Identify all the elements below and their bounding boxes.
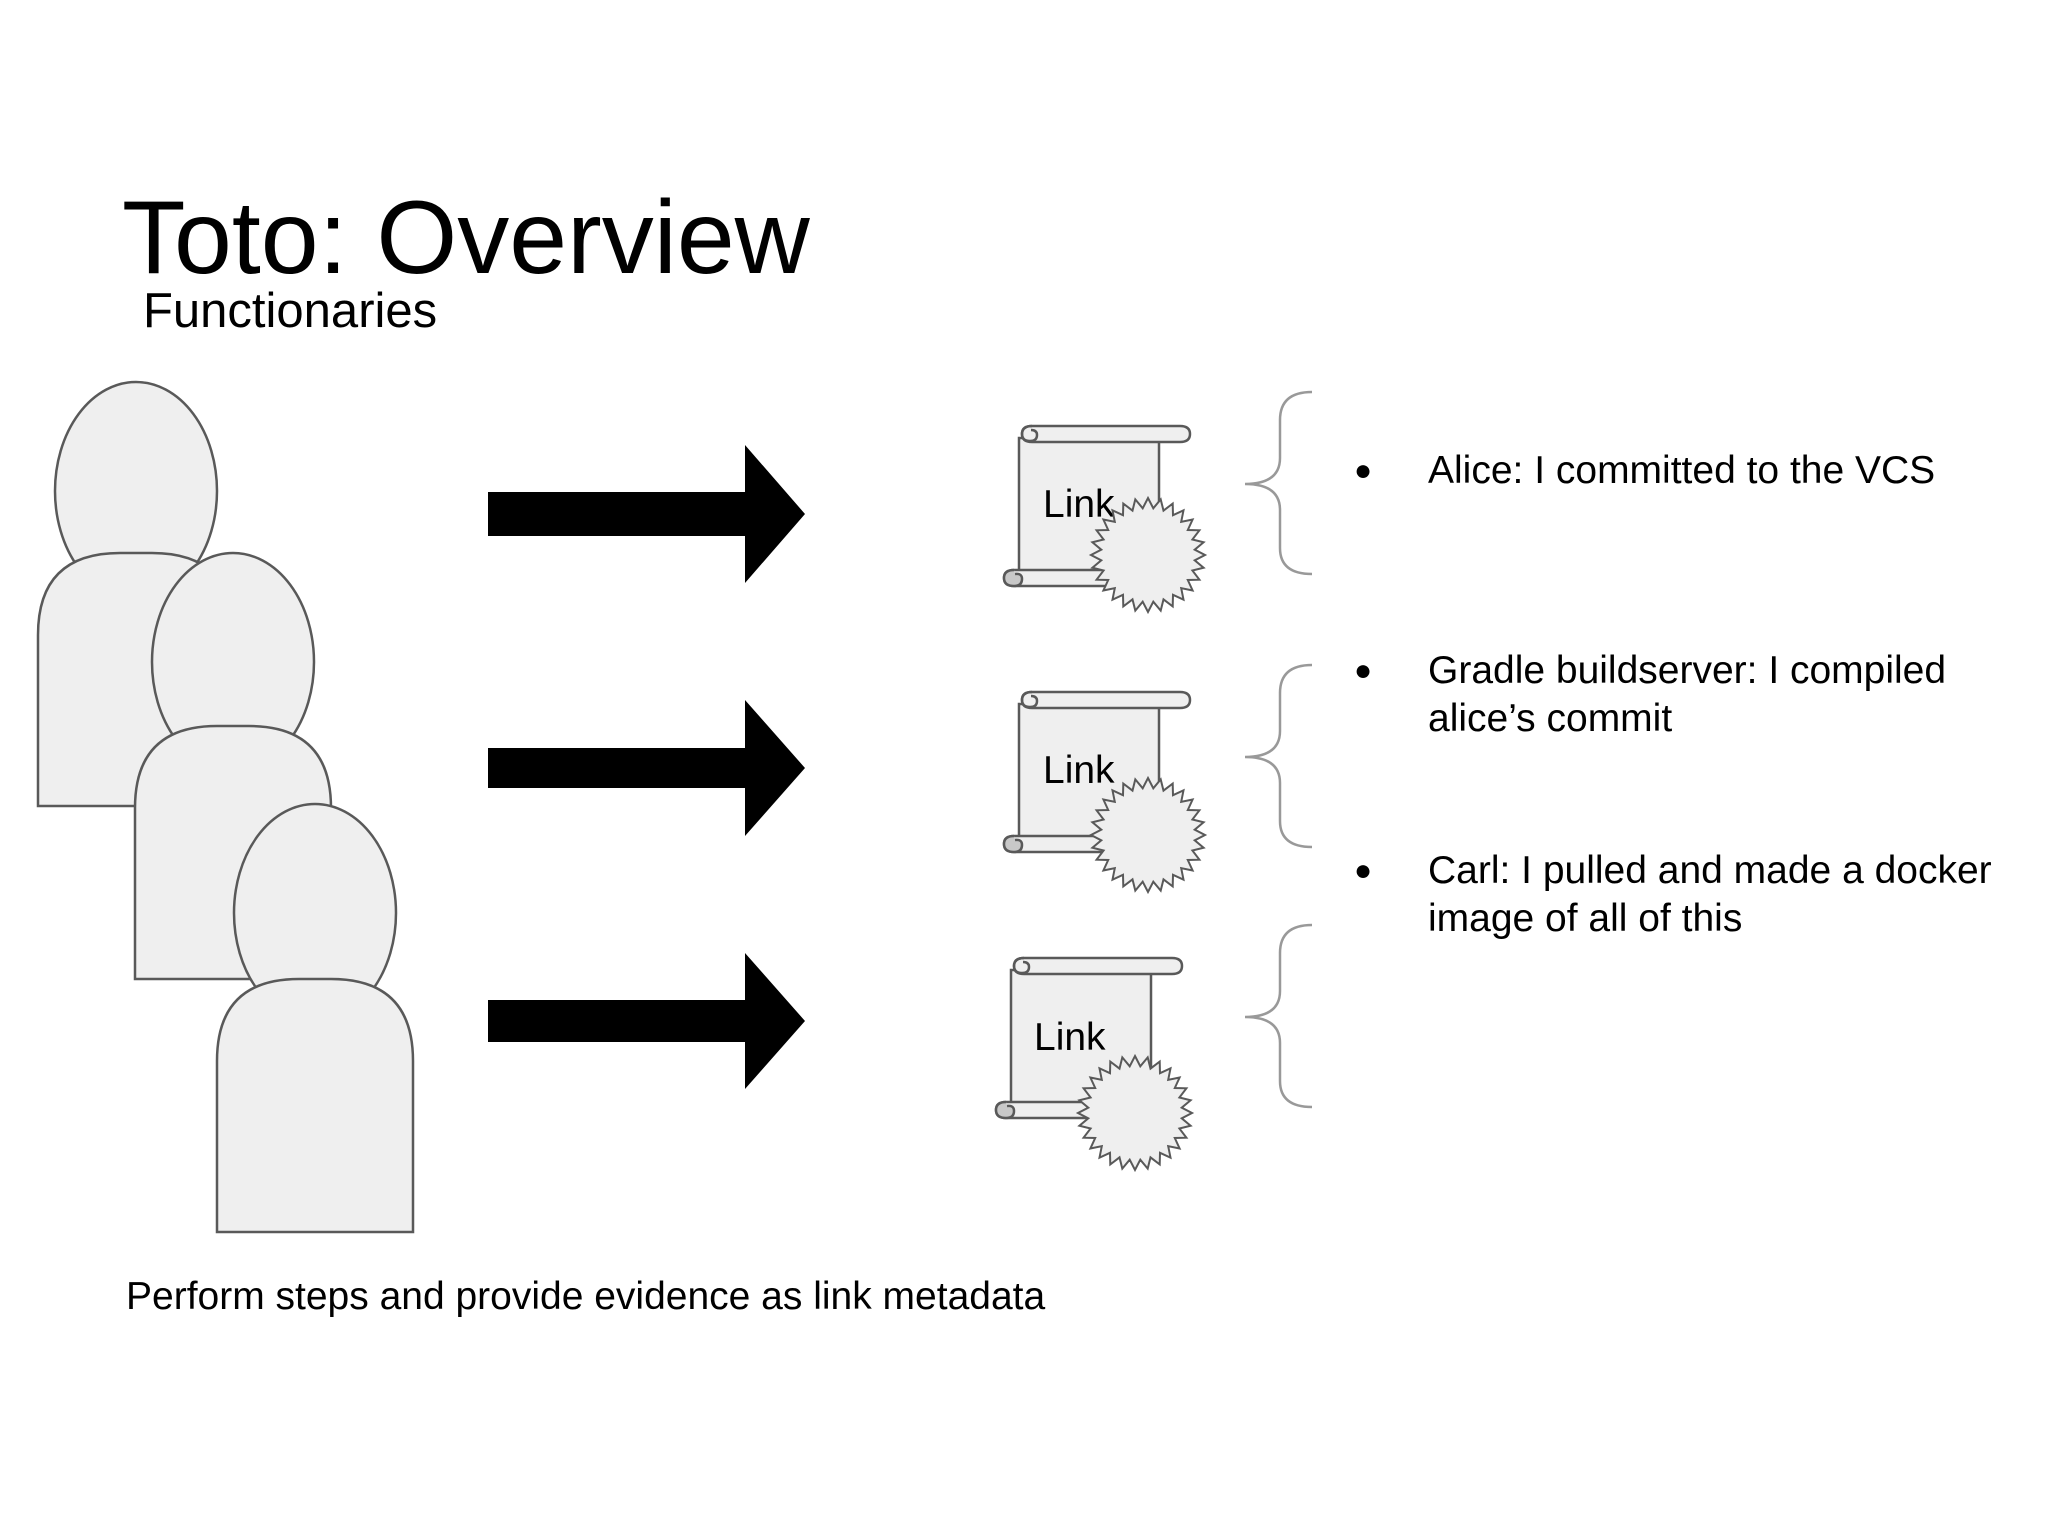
curly-brace-icon [1244,923,1313,1109]
person-silhouette-icon [215,802,415,1234]
slide-subtitle: Functionaries [143,284,438,338]
link-document: Link [1002,690,1208,895]
wax-seal-icon [1088,495,1208,615]
curly-brace-icon [1244,663,1313,849]
slide-footer: Perform steps and provide evidence as li… [126,1275,1046,1318]
wax-seal-icon [1075,1053,1195,1173]
link-label: Link [1034,1016,1106,1059]
slide-title: Toto: Overview [122,180,810,296]
right-arrow-icon [488,445,805,583]
link-document: Link [1002,424,1208,615]
link-label: Link [1043,749,1115,792]
right-arrow-icon [488,953,805,1089]
curly-brace-icon [1244,390,1313,576]
wax-seal-icon [1088,775,1208,895]
link-document: Link [994,956,1195,1173]
right-arrow-icon [488,700,805,836]
